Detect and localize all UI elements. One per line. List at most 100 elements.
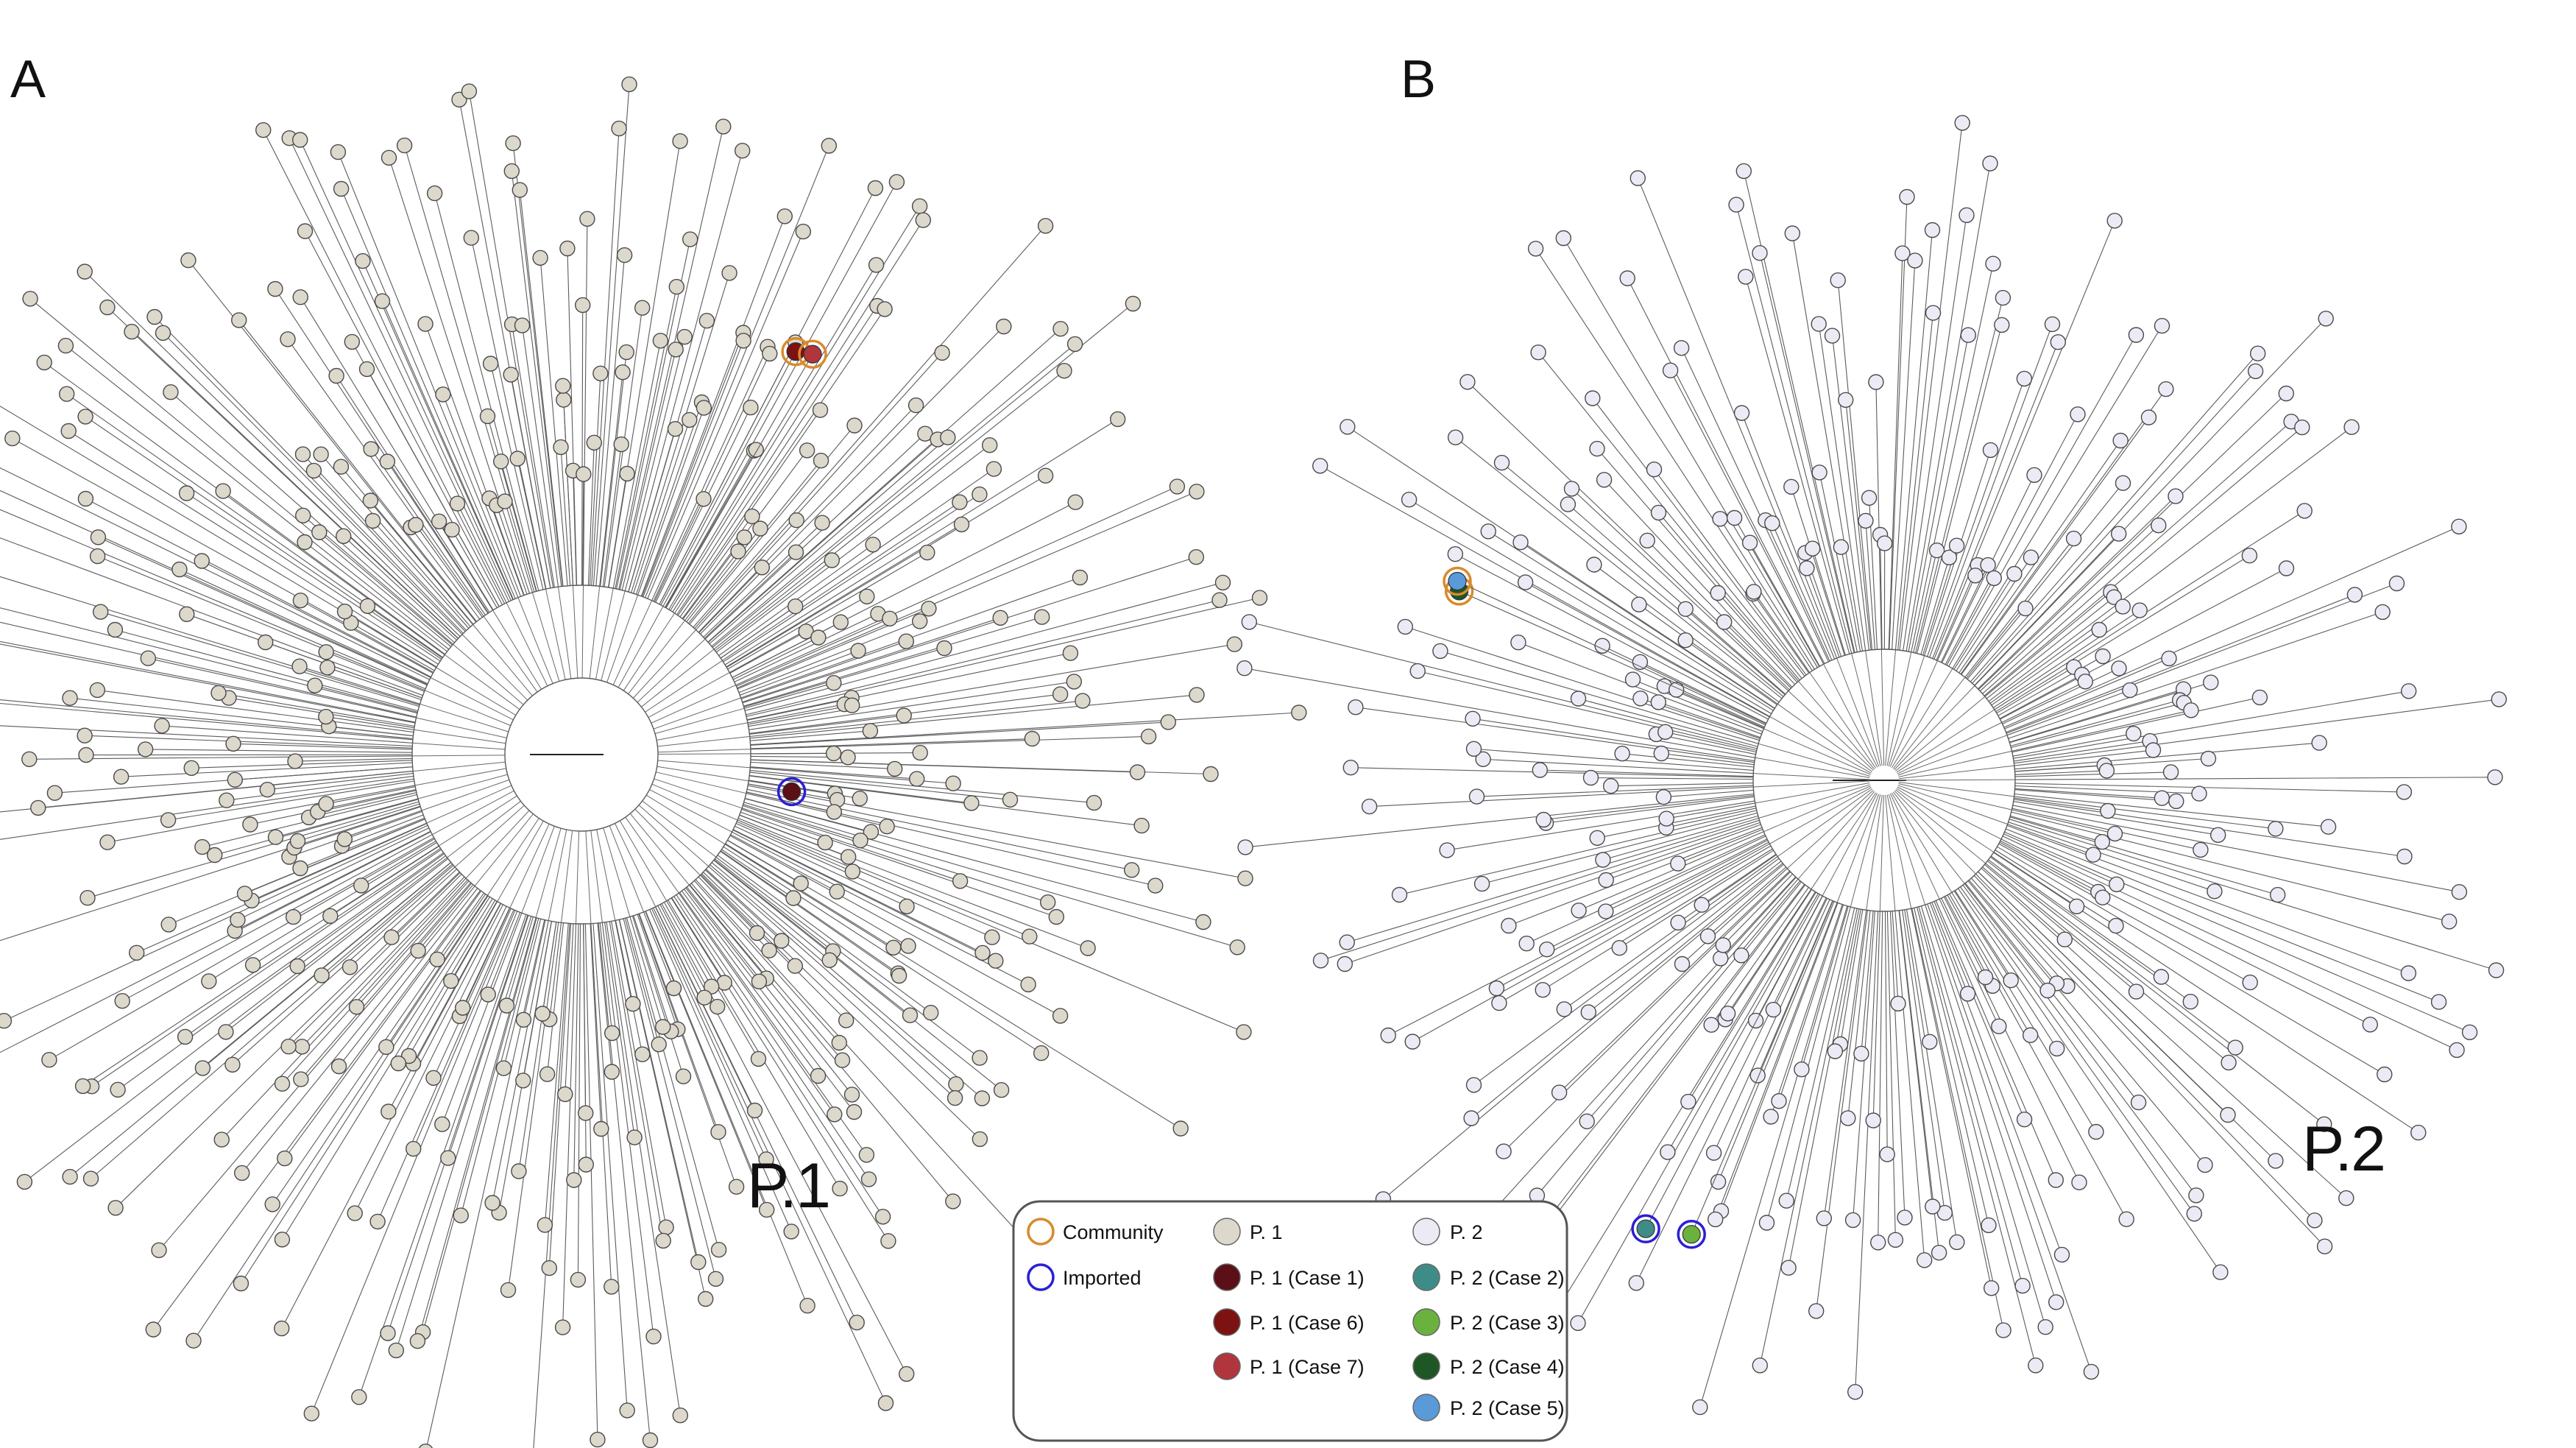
tip-node [1653,745,1670,762]
tip-node [736,529,752,545]
branch [1839,909,1864,1045]
tip-node [1847,1384,1864,1400]
branch [1518,642,1762,735]
legend-label-p2-case3: P. 2 (Case 3) [1450,1312,1565,1334]
tip-node [704,978,720,995]
tip-node [1624,671,1641,688]
branch [1995,850,2117,927]
branch [1482,812,1758,885]
branch [729,596,868,674]
tip-node [231,312,247,328]
branch [425,323,525,596]
tip-node [810,1067,827,1084]
branch [490,363,544,590]
tip-node [1361,798,1378,815]
branch [2014,789,2176,802]
branch [1412,843,1770,1042]
tip-node [185,1332,202,1349]
internal-branch [1885,794,1896,911]
tip-node [374,293,391,309]
tip-node [667,421,684,437]
tip-node [151,1242,167,1259]
branch [746,599,1220,716]
tip-node [318,796,334,812]
internal-branch [657,753,751,755]
branch [693,880,840,1043]
branch [148,657,417,718]
tip-node [877,1395,894,1411]
tip-node [1169,478,1186,495]
branch [704,551,796,639]
branch [297,803,420,842]
legend-label-p2-case5: P. 2 (Case 5) [1450,1397,1565,1419]
internal-branch [1758,743,1870,777]
branch [2011,808,2201,850]
branch [0,509,426,690]
internal-branch [414,729,506,744]
branch [676,894,869,1180]
branch [742,617,1001,703]
branch [325,651,425,692]
legend-label-p1-case6: P. 1 (Case 6) [1250,1312,1365,1334]
branch [1996,666,2075,714]
tip-node [16,1173,33,1190]
branch [1535,884,1806,1243]
tip-node [1630,170,1646,186]
branch [609,921,664,1241]
tip-node [359,598,376,614]
branch [2000,568,2287,720]
branch [372,520,470,629]
tip-node [570,1271,587,1288]
branch [2002,836,2458,1050]
tip-node [788,512,804,529]
p2-case2-swatch-icon [1412,1263,1440,1291]
tip-node [62,1168,78,1185]
branch [732,830,997,961]
branch [720,850,899,974]
branch [415,524,483,618]
tip-node [1563,481,1580,497]
tip-node [440,1150,456,1166]
tip-node [1936,1204,1953,1221]
branch [1536,880,1801,1196]
tip-node [1535,981,1551,998]
tip-node [1493,454,1510,471]
branch [743,805,1048,903]
branch [2011,696,2260,753]
branch [577,923,581,1280]
branch [1498,845,1772,1004]
tip-node [1125,295,1142,312]
branch [1988,426,2352,702]
panel-a-letter: A [10,50,46,109]
tip-node [1560,496,1577,512]
branch [470,237,547,590]
branch [750,752,834,755]
branch [1925,904,2057,1303]
tip-node [1632,691,1649,707]
branch [1772,898,1827,1010]
tip-node [1925,1198,1941,1215]
branch [1991,629,2100,706]
branch [2014,770,2107,775]
tip-node [2100,802,2116,819]
branch [1355,707,1755,763]
tip-node [579,211,595,227]
tip-node [1707,1211,1724,1228]
branch [663,902,712,987]
branch [240,897,490,1284]
legend-item-community: Community [1027,1218,1164,1246]
tip-node [814,515,830,531]
tip-node [480,986,496,1003]
p1-case6-swatch-icon [1213,1308,1241,1336]
branch [2012,733,2134,757]
tip-node [586,434,602,451]
branch [425,919,545,1448]
branch [1812,548,1846,656]
tip-node [672,1407,688,1424]
tip-node [274,1320,290,1337]
tip-node [2151,518,2167,534]
panel-b-p2-tree: B P.2 [1236,50,2508,1416]
tip-node [509,451,526,467]
branch [1455,554,1769,720]
